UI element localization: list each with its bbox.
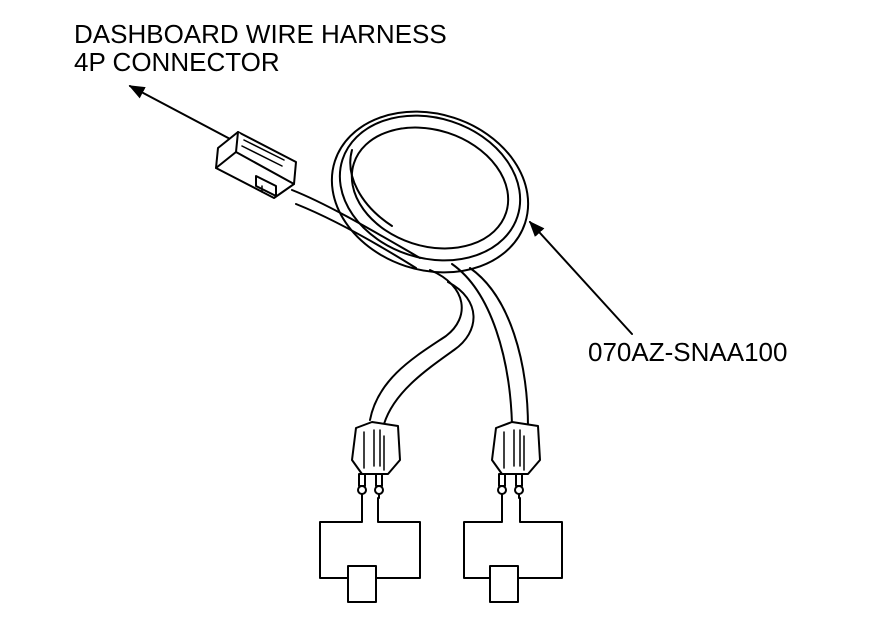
left-plug xyxy=(351,421,401,499)
part-leader-arrow xyxy=(528,220,633,335)
connector-callout-line2: 4P CONNECTOR xyxy=(74,47,280,77)
right-branch-cable xyxy=(451,263,529,429)
harness-cable xyxy=(291,189,421,269)
left-branch-cable xyxy=(369,269,475,425)
dashboard-4p-connector xyxy=(215,131,297,199)
connector-leader-arrow xyxy=(128,85,233,141)
connector-callout-line1: DASHBOARD WIRE HARNESS xyxy=(74,19,447,49)
right-socket-symbol xyxy=(463,497,563,603)
cable-loop xyxy=(330,110,530,274)
part-number-callout: 070AZ-SNAA100 xyxy=(588,337,788,367)
left-socket-symbol xyxy=(319,497,421,603)
right-plug xyxy=(491,421,541,499)
connector-callout: DASHBOARD WIRE HARNESS 4P CONNECTOR xyxy=(74,20,447,76)
